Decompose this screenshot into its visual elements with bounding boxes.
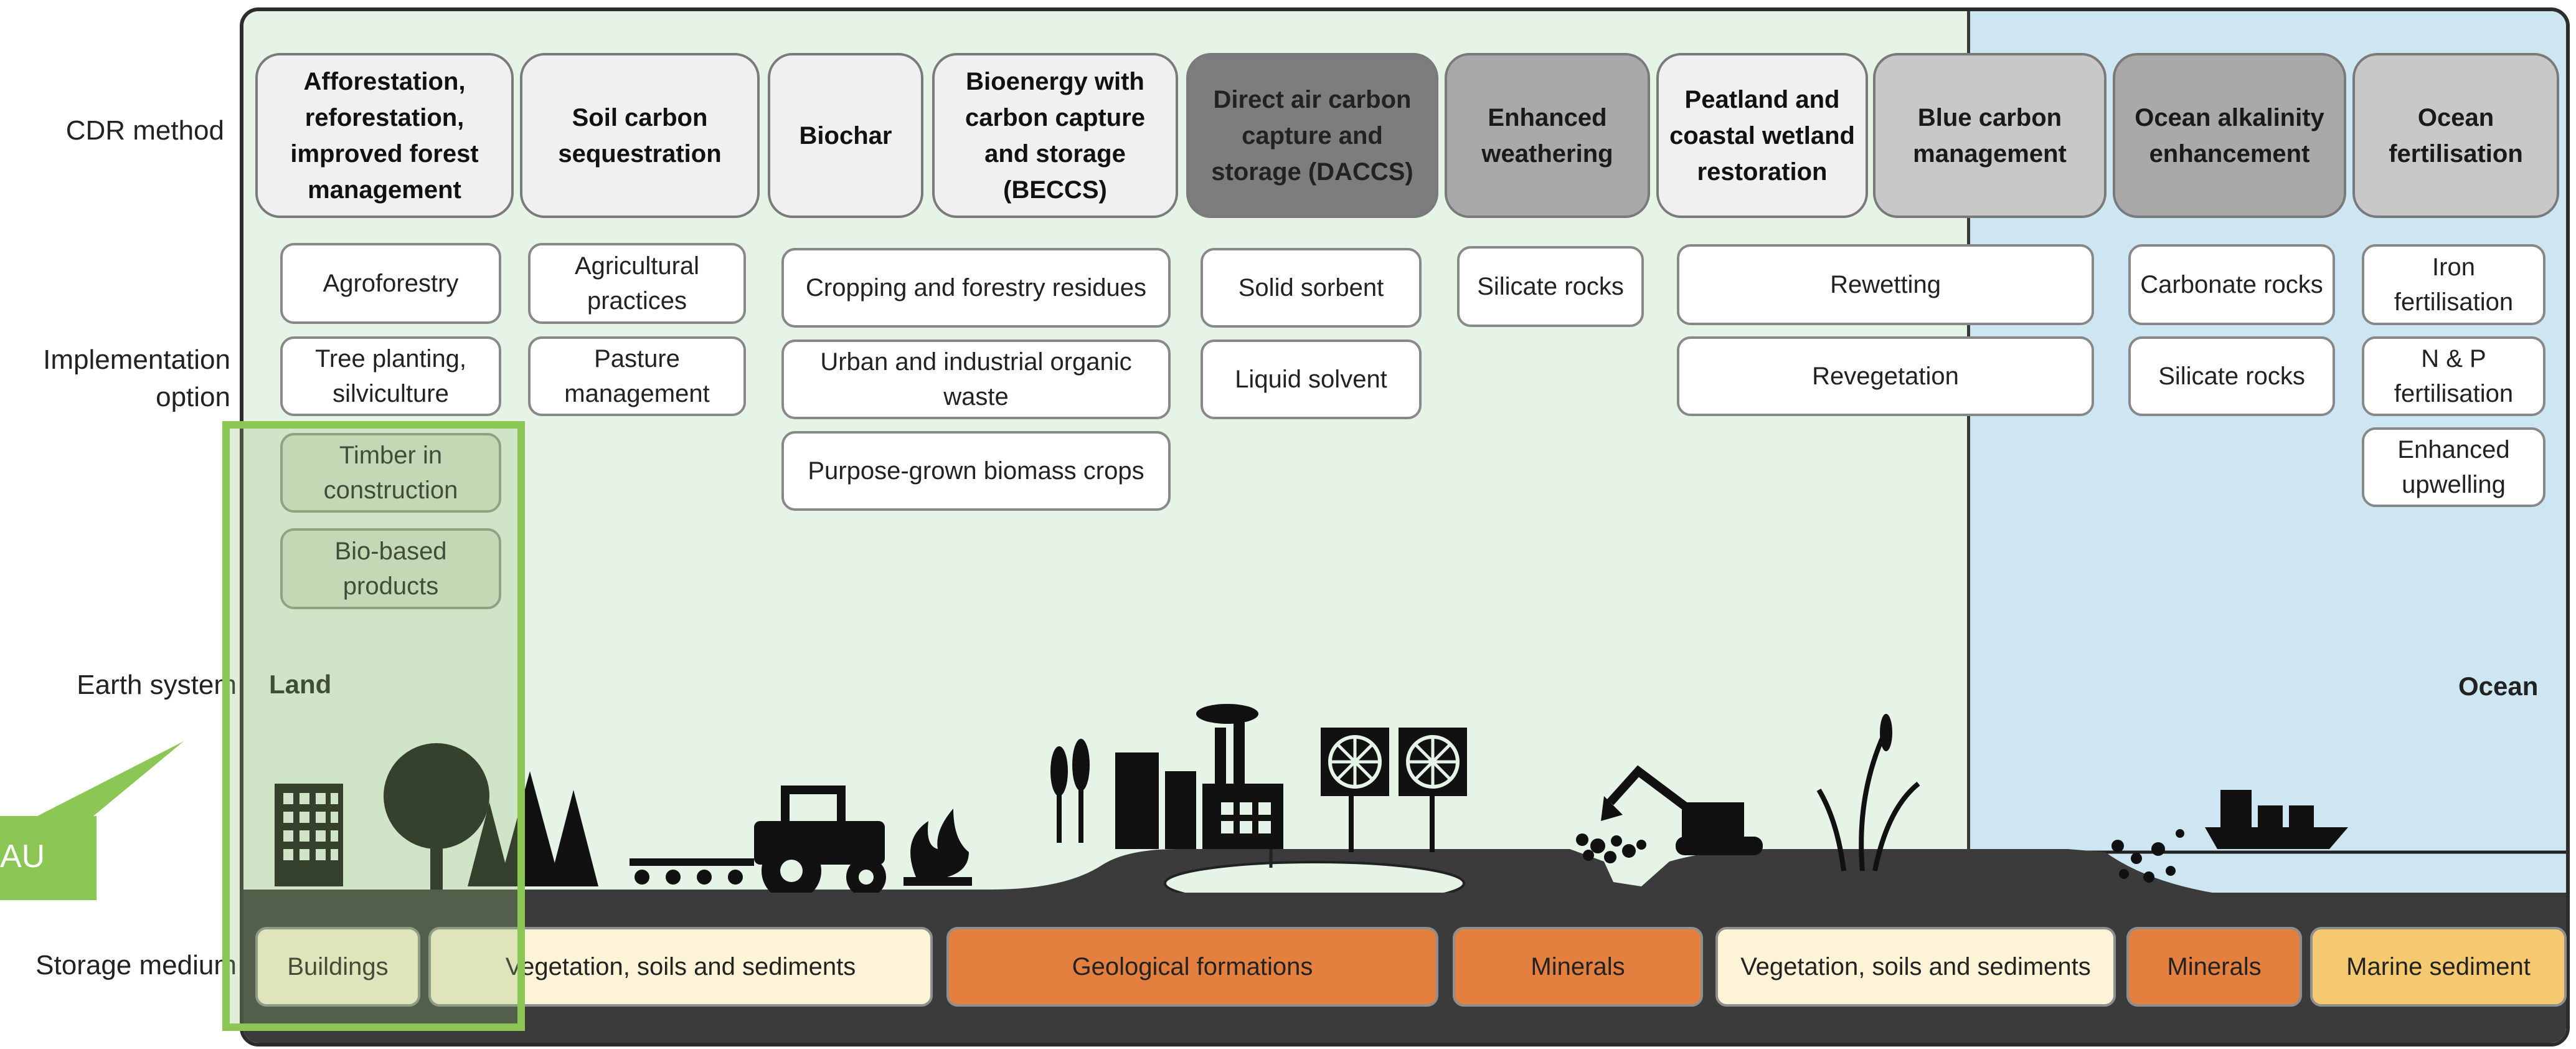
- conifer-trees-icon: [468, 771, 598, 886]
- fire-icon: [903, 809, 972, 886]
- callout-text: AU: [0, 838, 45, 875]
- option-silicate-rocks-ocean: Silicate rocks: [2128, 336, 2335, 416]
- row-label-earth-system: Earth system: [77, 670, 237, 700]
- storage-minerals-land: Minerals: [1453, 927, 1703, 1007]
- row-label-storage-medium: Storage medium: [35, 950, 237, 980]
- option-revegetation: Revegetation: [1677, 336, 2094, 416]
- method-biochar: Biochar: [768, 53, 923, 218]
- earth-label-ocean: Ocean: [2458, 672, 2539, 701]
- storage-buildings: Buildings: [255, 927, 420, 1007]
- option-iron-fertilisation: Iron fertilisation: [2362, 244, 2545, 325]
- tree-icon: [384, 743, 489, 890]
- option-agroforestry: Agroforestry: [280, 243, 501, 324]
- plough-icon: [630, 858, 754, 885]
- method-daccs: Direct air carbon capture and storage (D…: [1186, 53, 1438, 218]
- method-beccs: Bioenergy with carbon capture and storag…: [932, 53, 1178, 218]
- excavator-icon: [1601, 765, 1763, 855]
- method-peatland: Peatland and coastal wetland restoration: [1656, 53, 1868, 218]
- method-afforestation: Afforestation, reforestation, improved f…: [255, 53, 514, 218]
- reeds-icon: [1816, 733, 1920, 871]
- option-carbonate-rocks: Carbonate rocks: [2128, 244, 2335, 325]
- row-label-cdr-method: CDR method: [65, 115, 224, 146]
- storage-marine-sediment: Marine sediment: [2310, 927, 2567, 1007]
- option-pasture-management: Pasture management: [528, 336, 746, 416]
- option-organic-waste: Urban and industrial organic waste: [781, 339, 1171, 419]
- rocks-icon: [1576, 833, 1646, 863]
- method-enhanced-weathering: Enhanced weathering: [1445, 53, 1650, 218]
- storage-geological-formations: Geological formations: [946, 927, 1438, 1007]
- option-bio-based-products: Bio-based products: [280, 528, 501, 609]
- ocean-separator: [1967, 11, 1970, 896]
- landscape-illustration: [243, 704, 2566, 902]
- ship-icon: [2205, 790, 2348, 849]
- row-label-implementation-line2: option: [156, 382, 230, 412]
- direct-air-capture-fans-icon: [1321, 728, 1467, 852]
- geological-storage-pool: [1164, 861, 1465, 902]
- ocean-rocks-icon: [2111, 829, 2184, 883]
- tractor-icon: [754, 786, 886, 901]
- option-cropping-residues: Cropping and forestry residues: [781, 248, 1171, 328]
- callout-shape: [0, 741, 184, 900]
- option-timber-construction: Timber in construction: [280, 433, 501, 513]
- storage-vegetation-coastal: Vegetation, soils and sediments: [1715, 927, 2116, 1007]
- option-rewetting: Rewetting: [1677, 244, 2094, 325]
- crops-icon: [1050, 739, 1090, 843]
- method-ocean-alkalinity: Ocean alkalinity enhancement: [2113, 53, 2346, 218]
- option-enhanced-upwelling: Enhanced upwelling: [2362, 427, 2545, 507]
- option-liquid-solvent: Liquid solvent: [1201, 339, 1422, 419]
- cattail-head-icon: [1880, 714, 1892, 751]
- row-label-implementation: Implementation option: [0, 341, 230, 416]
- highlight-fill: [222, 421, 525, 1031]
- factory-icon: [1115, 704, 1283, 849]
- option-silicate-rocks-land: Silicate rocks: [1457, 246, 1644, 327]
- row-label-implementation-line1: Implementation: [43, 344, 230, 375]
- highlight-frame: [222, 421, 525, 1031]
- option-solid-sorbent: Solid sorbent: [1201, 248, 1422, 328]
- option-purpose-grown-crops: Purpose-grown biomass crops: [781, 431, 1171, 511]
- option-tree-planting: Tree planting, silviculture: [280, 336, 501, 416]
- option-np-fertilisation: N & P fertilisation: [2362, 336, 2545, 416]
- method-blue-carbon: Blue carbon management: [1873, 53, 2107, 218]
- storage-vegetation-land: Vegetation, soils and sediments: [428, 927, 933, 1007]
- earth-label-land: Land: [269, 670, 332, 699]
- option-agricultural-practices: Agricultural practices: [528, 243, 746, 324]
- method-soil-carbon: Soil carbon sequestration: [520, 53, 760, 218]
- storage-minerals-ocean: Minerals: [2126, 927, 2302, 1007]
- method-ocean-fertilisation: Ocean fertilisation: [2352, 53, 2559, 218]
- building-icon: [275, 784, 343, 886]
